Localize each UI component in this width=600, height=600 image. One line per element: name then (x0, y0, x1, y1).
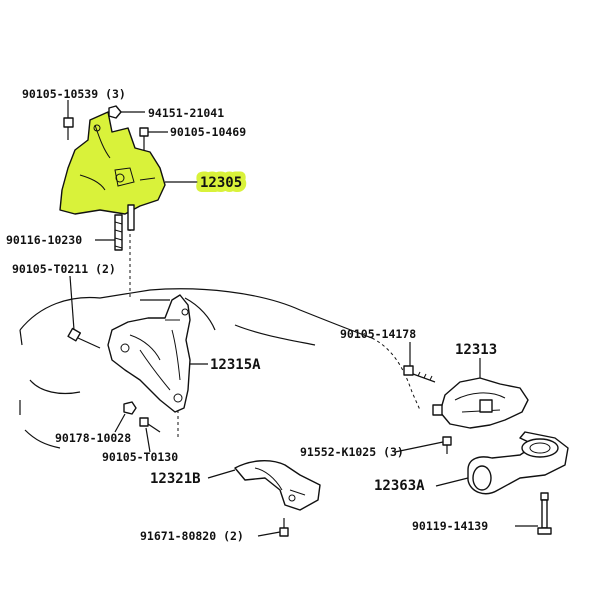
label-90119-14139[interactable]: 90119-14139 (412, 519, 488, 533)
label-90116-10230[interactable]: 90116-10230 (6, 233, 82, 247)
bolt-90105-T0211 (67, 327, 101, 349)
bolt-90119-14139 (537, 492, 552, 535)
label-91552-k1025[interactable]: 91552-K1025 (3) (300, 445, 404, 459)
bolt-90105-T0130 (139, 417, 161, 433)
label-90105-T0211[interactable]: 90105-T0211 (2) (12, 262, 116, 276)
bolt-90105-10539 (63, 117, 74, 140)
bolt-90105-10469 (139, 127, 149, 150)
label-94151-21041[interactable]: 94151-21041 (148, 106, 224, 120)
label-90105-T0130[interactable]: 90105-T0130 (102, 450, 178, 464)
label-90178-10028[interactable]: 90178-10028 (55, 431, 131, 445)
part-labels: 90105-10539 (3) 94151-21041 90105-10469 … (6, 87, 497, 543)
bolt-91671-80820 (279, 518, 289, 537)
nut-94151-21041 (108, 105, 122, 119)
part-12305-bracket[interactable] (59, 111, 166, 215)
label-12315a[interactable]: 12315A (210, 357, 261, 373)
leader-lines (67, 100, 538, 537)
engine-outline (19, 288, 421, 449)
stud-90116-10230 (114, 204, 135, 251)
part-12313-mount[interactable] (432, 377, 529, 429)
bolt-90105-14178 (403, 365, 436, 383)
nut-91552-K1025 (442, 436, 452, 454)
bolt-hole (115, 173, 125, 183)
label-12313[interactable]: 12313 (455, 342, 497, 358)
label-90105-10469[interactable]: 90105-10469 (170, 125, 246, 139)
label-90105-10539[interactable]: 90105-10539 (3) (22, 87, 126, 101)
label-91671-80820[interactable]: 91671-80820 (2) (140, 529, 244, 543)
label-12321b[interactable]: 12321B (150, 471, 201, 487)
nut-90178-10028 (123, 401, 137, 415)
label-90105-14178[interactable]: 90105-14178 (340, 327, 416, 341)
part-12321b-bracket[interactable] (234, 460, 321, 511)
part-12363a-torque-rod[interactable] (467, 431, 569, 495)
part-12315a-bracket[interactable] (107, 294, 191, 413)
label-12305[interactable]: 12305 (195, 170, 247, 196)
label-12363a[interactable]: 12363A (374, 478, 425, 494)
bracket-12305-body (59, 111, 166, 215)
